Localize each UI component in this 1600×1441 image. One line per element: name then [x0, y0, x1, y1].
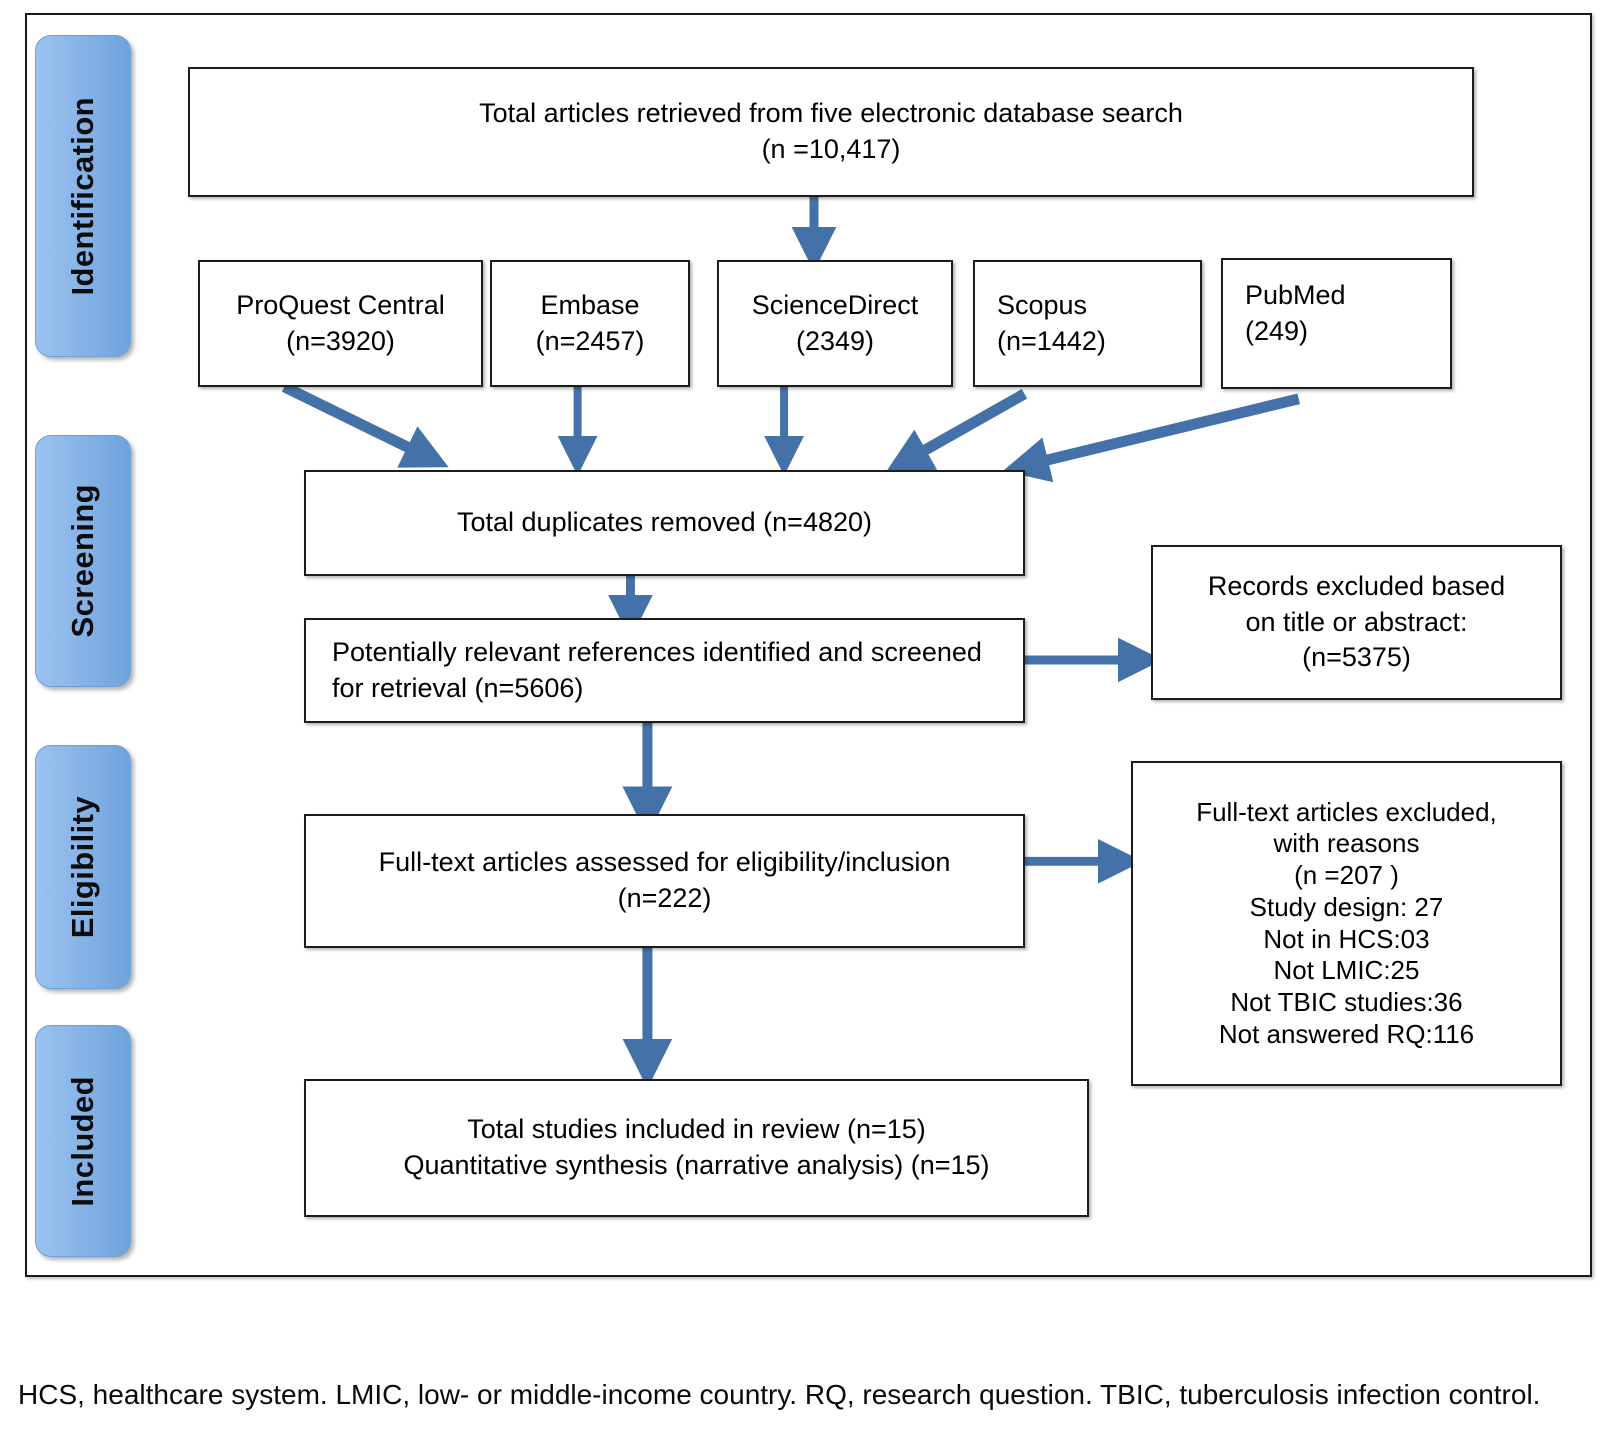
box-database-proquest: ProQuest Central (n=3920)	[198, 260, 483, 387]
box-database-pubmed: PubMed (249)	[1221, 258, 1452, 389]
screened-line2: for retrieval (n=5606)	[332, 672, 584, 703]
database-pubmed-count: (249)	[1245, 315, 1309, 346]
box-total-retrieved: Total articles retrieved from five elect…	[188, 67, 1474, 197]
database-embase-count: (n=2457)	[535, 325, 645, 356]
footnote-abbreviations: HCS, healthcare system. LMIC, low- or mi…	[18, 1379, 1541, 1410]
database-scopus-name: Scopus	[997, 289, 1088, 320]
database-embase-name: Embase	[540, 289, 640, 320]
box-fulltext-excluded: Full-text articles excluded, with reason…	[1131, 761, 1562, 1086]
arrow-scopus-to-duplicates	[885, 389, 1028, 473]
box-duplicates-removed: Total duplicates removed (n=4820)	[304, 470, 1025, 576]
box-screened: Potentially relevant references identifi…	[304, 618, 1025, 723]
arrow-proquest-to-duplicates	[281, 381, 449, 468]
screened-line1: Potentially relevant references identifi…	[332, 636, 982, 667]
database-pubmed-name: PubMed	[1245, 280, 1346, 310]
fulltext-excluded-line3: (n =207 )	[1294, 860, 1399, 891]
fulltext-excluded-reason-not-tbic: Not TBIC studies:36	[1230, 986, 1463, 1017]
database-scopus-count: (n=1442)	[997, 325, 1106, 356]
stage-label-identification: Identification	[35, 35, 131, 357]
stage-label-screening: Screening	[35, 435, 131, 687]
total-retrieved-line1: Total articles retrieved from five elect…	[479, 98, 1183, 129]
stage-label-included: Included	[35, 1025, 131, 1257]
diagram-frame: Identification Screening Eligibility Inc…	[25, 13, 1592, 1277]
records-excluded-line3: (n=5375)	[1302, 642, 1411, 673]
total-retrieved-line2: (n =10,417)	[761, 134, 901, 164]
included-line2: Quantitative synthesis (narrative analys…	[403, 1150, 990, 1180]
records-excluded-line2: on title or abstract:	[1245, 606, 1468, 637]
fulltext-assessed-line1: Full-text articles assessed for eligibil…	[378, 847, 951, 878]
box-records-excluded: Records excluded based on title or abstr…	[1151, 545, 1562, 700]
database-sciencedirect-name: ScienceDirect	[751, 289, 919, 320]
records-excluded-line1: Records excluded based	[1207, 571, 1506, 602]
stage-label-eligibility: Eligibility	[35, 745, 131, 989]
database-proquest-count: (n=3920)	[286, 325, 395, 356]
box-database-embase: Embase (n=2457)	[490, 260, 690, 387]
stage-identification-text: Identification	[65, 96, 100, 296]
fulltext-excluded-reason-not-lmic: Not LMIC:25	[1273, 955, 1420, 986]
fulltext-excluded-reason-not-in-hcs: Not in HCS:03	[1263, 923, 1430, 954]
box-database-sciencedirect: ScienceDirect (2349)	[717, 260, 953, 387]
included-line1: Total studies included in review (n=15)	[467, 1114, 926, 1145]
fulltext-excluded-reason-study-design: Study design: 27	[1249, 891, 1444, 922]
database-sciencedirect-count: (2349)	[795, 325, 875, 356]
box-included: Total studies included in review (n=15) …	[304, 1079, 1089, 1217]
fulltext-excluded-line2: with reasons	[1273, 828, 1420, 859]
fulltext-excluded-line1: Full-text articles excluded,	[1196, 796, 1497, 827]
stage-eligibility-text: Eligibility	[65, 795, 100, 939]
database-proquest-name: ProQuest Central	[236, 289, 445, 320]
fulltext-assessed-line2: (n=222)	[617, 883, 712, 913]
fulltext-excluded-reason-not-rq: Not answered RQ:116	[1218, 1018, 1475, 1049]
arrow-pubmed-to-duplicates	[1003, 393, 1301, 483]
box-database-scopus: Scopus (n=1442)	[973, 260, 1202, 387]
box-fulltext-assessed: Full-text articles assessed for eligibil…	[304, 814, 1025, 948]
stage-screening-text: Screening	[65, 484, 100, 638]
stage-included-text: Included	[65, 1075, 100, 1207]
duplicates-removed-line1: Total duplicates removed (n=4820)	[457, 507, 872, 538]
